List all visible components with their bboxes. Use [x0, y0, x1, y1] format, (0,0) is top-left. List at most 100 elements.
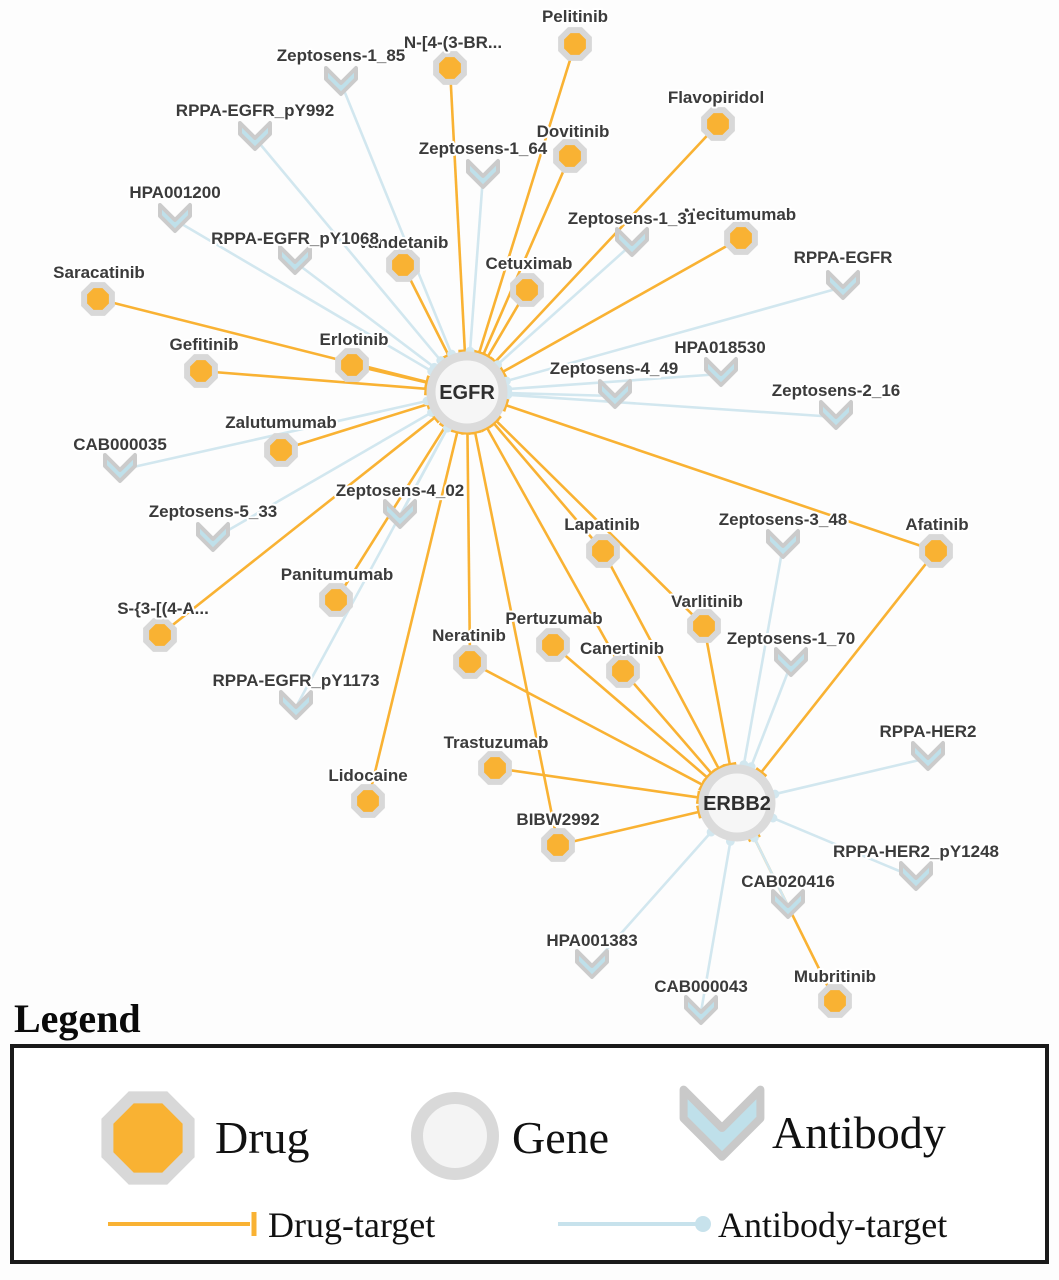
- node-label-erlotinib: Erlotinib: [320, 330, 389, 349]
- drug-target-edge-tee: [502, 398, 510, 412]
- antibody-node-rppa-her2-py1248[interactable]: [899, 861, 933, 891]
- node-label-zeptosens-4-49: Zeptosens-4_49: [550, 359, 679, 378]
- legend-title: Legend: [14, 996, 141, 1041]
- drug-target-edge: [495, 419, 705, 627]
- drug-node-lapatinib[interactable]: [586, 534, 620, 568]
- node-label-necitumumab: Necitumumab: [684, 205, 796, 224]
- node-label-panitumumab: Panitumumab: [281, 565, 393, 584]
- antibody-target-edge: [212, 411, 433, 541]
- drug-target-edge: [366, 431, 459, 802]
- edges-layer: [97, 43, 938, 1013]
- antibody-target-edge: [507, 393, 837, 419]
- legend-drug-target-label: Drug-target: [268, 1205, 435, 1245]
- drug-node-n-4-3-br[interactable]: [433, 51, 467, 85]
- node-label-cab000035: CAB000035: [73, 435, 167, 454]
- node-label-afatinib: Afatinib: [905, 515, 968, 534]
- node-label-canertinib: Canertinib: [580, 639, 664, 658]
- drug-target-edge: [280, 402, 429, 452]
- node-label-cetuximab: Cetuximab: [486, 254, 573, 273]
- drug-node-dovitinib[interactable]: [553, 139, 587, 173]
- antibody-node-zeptosens-2-16[interactable]: [819, 400, 853, 430]
- drug-legend-icon: [101, 1091, 195, 1185]
- antibody-node-zeptosens-1-70[interactable]: [774, 647, 808, 677]
- antibody-node-hpa018530[interactable]: [704, 357, 738, 387]
- drug-target-edge-tee: [695, 790, 701, 805]
- drug-node-cetuximab[interactable]: [510, 273, 544, 307]
- antibody-node-rppa-her2[interactable]: [911, 741, 945, 771]
- drug-node-neratinib[interactable]: [453, 645, 487, 679]
- drug-node-varlitinib[interactable]: [687, 609, 721, 643]
- gene-legend-icon: [411, 1092, 499, 1180]
- drug-node-saracatinib[interactable]: [81, 282, 115, 316]
- drug-node-mubritinib[interactable]: [818, 984, 852, 1018]
- antibody-node-zeptosens-1-31[interactable]: [615, 227, 649, 257]
- antibody-node-rppa-egfr-py992[interactable]: [238, 121, 272, 151]
- drug-node-s-3-4-a[interactable]: [143, 618, 177, 652]
- antibody-node-cab000035[interactable]: [103, 453, 137, 483]
- node-label-zeptosens-3-48: Zeptosens-3_48: [719, 510, 848, 529]
- drug-node-bibw2992[interactable]: [541, 828, 575, 862]
- drug-target-edge-tee: [755, 767, 768, 778]
- antibody-target-edge: [254, 137, 442, 362]
- drug-node-zalutumumab[interactable]: [264, 433, 298, 467]
- drug-node-trastuzumab[interactable]: [478, 751, 512, 785]
- drug-target-edge: [492, 422, 604, 552]
- drug-target-edge: [702, 625, 732, 765]
- node-label-lapatinib: Lapatinib: [564, 515, 640, 534]
- node-label-zeptosens-1-31: Zeptosens-1_31: [568, 209, 697, 228]
- drug-target-edge: [485, 427, 625, 672]
- drug-node-pelitinib[interactable]: [558, 27, 592, 61]
- antibody-node-hpa001200[interactable]: [158, 203, 192, 233]
- antibody-node-hpa001383[interactable]: [575, 949, 609, 979]
- antibody-node-zeptosens-4-49[interactable]: [598, 379, 632, 409]
- antibody-node-cab000043[interactable]: [684, 995, 718, 1025]
- node-label-zeptosens-2-16: Zeptosens-2_16: [772, 381, 901, 400]
- node-label-rppa-egfr-py1173: RPPA-EGFR_pY1173: [213, 671, 380, 690]
- gene-node-erbb2[interactable]: [698, 764, 776, 842]
- drug-target-edge-tee: [424, 375, 431, 390]
- node-label-lidocaine: Lidocaine: [328, 766, 407, 785]
- node-label-zeptosens-1-64: Zeptosens-1_64: [419, 139, 548, 158]
- drug-target-edge: [502, 236, 742, 374]
- drug-target-edge: [494, 766, 699, 799]
- antibody-node-zeptosens-4-02[interactable]: [383, 499, 417, 529]
- drug-node-flavopiridol[interactable]: [701, 107, 735, 141]
- antibody-node-zeptosens-5-33[interactable]: [196, 522, 230, 552]
- drug-target-edge: [466, 432, 472, 663]
- drug-node-lidocaine[interactable]: [351, 784, 385, 818]
- antibody-node-zeptosens-1-85[interactable]: [324, 66, 358, 96]
- drug-target-edge-tee: [468, 429, 482, 436]
- antibody-node-rppa-egfr-py1173[interactable]: [279, 690, 313, 720]
- node-label-saracatinib: Saracatinib: [53, 263, 145, 282]
- antibody-node-rppa-egfr[interactable]: [826, 270, 860, 300]
- drug-node-panitumumab[interactable]: [319, 583, 353, 617]
- node-label-varlitinib: Varlitinib: [671, 592, 743, 611]
- node-label-s-3-4-a: S-{3-[(4-A...: [117, 599, 209, 618]
- antibody-node-rppa-egfr-py1068[interactable]: [278, 245, 312, 275]
- drug-node-erlotinib[interactable]: [335, 348, 369, 382]
- node-label-gefitinib: Gefitinib: [170, 335, 239, 354]
- antibody-node-zeptosens-3-48[interactable]: [766, 529, 800, 559]
- drug-node-gefitinib[interactable]: [184, 354, 218, 388]
- antibody-node-zeptosens-1-64[interactable]: [466, 159, 500, 189]
- drug-target-edge: [760, 550, 938, 774]
- drug-node-canertinib[interactable]: [606, 654, 640, 688]
- node-label-rppa-egfr-py992: RPPA-EGFR_pY992: [176, 101, 334, 120]
- node-label-flavopiridol: Flavopiridol: [668, 88, 764, 107]
- drug-node-necitumumab[interactable]: [724, 221, 758, 255]
- antibody-legend-icon: [679, 1085, 765, 1161]
- drug-target-edge: [159, 416, 436, 637]
- drug-node-afatinib[interactable]: [919, 534, 953, 568]
- drug-target-edge-tee: [723, 761, 737, 768]
- node-label-vandetanib: Vandetanib: [358, 233, 449, 252]
- drug-node-pertuzumab[interactable]: [536, 628, 570, 662]
- node-label-rppa-her2: RPPA-HER2: [880, 722, 977, 741]
- gene-node-egfr[interactable]: [426, 351, 508, 433]
- node-label-zalutumumab: Zalutumumab: [225, 413, 336, 432]
- antibody-node-cab020416[interactable]: [771, 889, 805, 919]
- antibody-target-edge: [174, 218, 433, 373]
- drug-target-edge-tee: [480, 423, 494, 433]
- antibody-target-edge: [699, 841, 732, 1013]
- drug-node-vandetanib[interactable]: [386, 248, 420, 282]
